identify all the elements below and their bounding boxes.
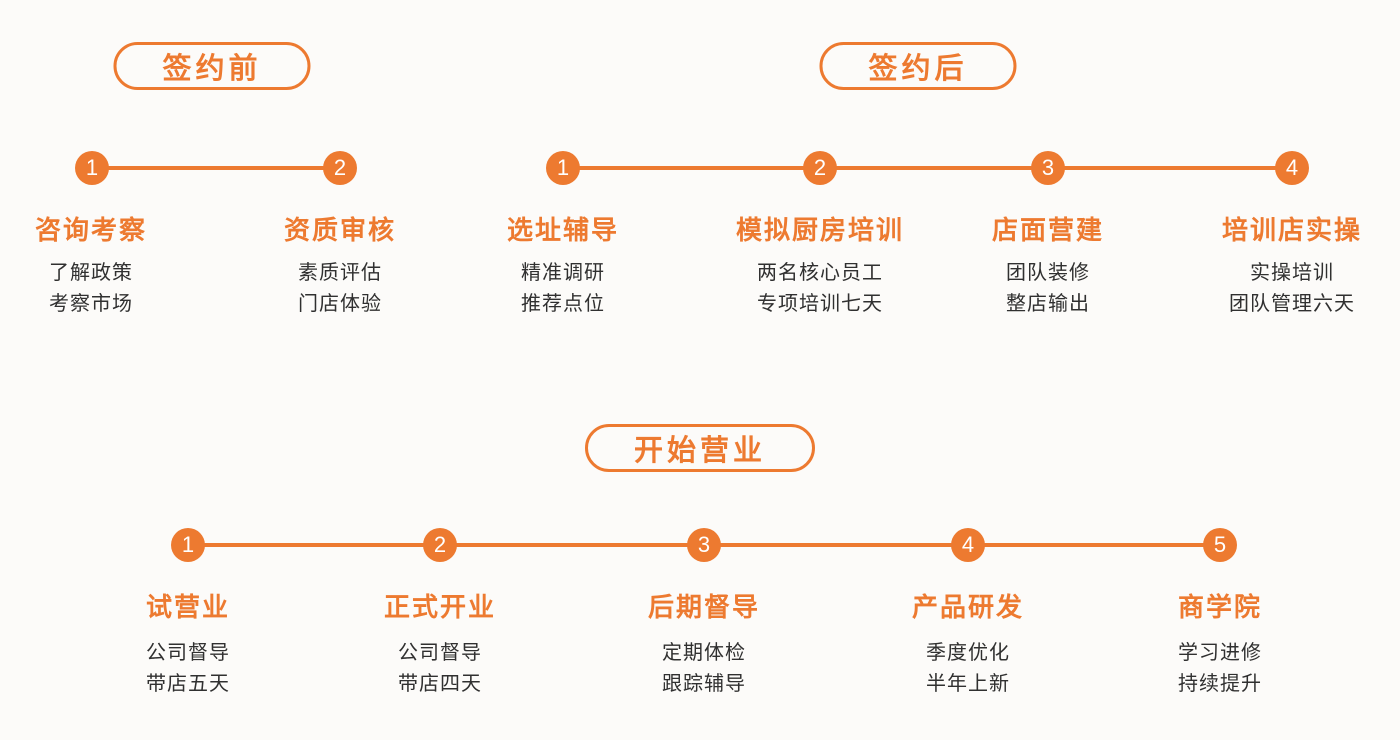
step-title: 资质审核 bbox=[283, 215, 397, 245]
step-title: 商学院 bbox=[1177, 592, 1263, 622]
step-desc: 公司督导 带店四天 bbox=[398, 638, 482, 700]
step-desc-line: 两名核心员工 bbox=[757, 262, 883, 284]
step-desc: 公司督导 带店五天 bbox=[146, 638, 230, 700]
step-desc: 学习进修 持续提升 bbox=[1178, 638, 1262, 700]
step-title: 培训店实操 bbox=[1221, 215, 1363, 245]
section-title: 开始营业 bbox=[633, 435, 767, 467]
step-number: 1 bbox=[85, 155, 99, 180]
step-desc-line: 持续提升 bbox=[1178, 673, 1262, 695]
step-desc: 两名核心员工 专项培训七天 bbox=[757, 258, 883, 320]
step-desc: 素质评估 门店体验 bbox=[298, 258, 382, 320]
step-desc-line: 公司督导 bbox=[398, 642, 482, 664]
step-desc-line: 公司督导 bbox=[146, 642, 230, 664]
step-desc: 季度优化 半年上新 bbox=[926, 638, 1010, 700]
step-desc-line: 带店五天 bbox=[146, 673, 230, 695]
step-desc-line: 实操培训 bbox=[1250, 262, 1334, 284]
step-desc-line: 季度优化 bbox=[926, 642, 1010, 664]
step-number: 4 bbox=[961, 532, 975, 557]
step-node-1: 1 bbox=[171, 528, 205, 562]
step-number: 1 bbox=[181, 532, 195, 557]
step-node-2: 2 bbox=[323, 151, 357, 185]
step-title: 咨询考察 bbox=[34, 215, 148, 245]
step-desc-line: 学习进修 bbox=[1178, 642, 1262, 664]
step-desc: 了解政策 考察市场 bbox=[49, 258, 133, 320]
section-header-pill-opening: 开始营业 bbox=[584, 424, 816, 472]
section-header-pill-post-signing: 签约后 bbox=[819, 42, 1017, 90]
section-title: 签约前 bbox=[162, 53, 262, 85]
timeline-line-post-signing bbox=[563, 166, 1292, 170]
step-node-2: 2 bbox=[803, 151, 837, 185]
step-number: 2 bbox=[433, 532, 447, 557]
step-desc: 定期体检 跟踪辅导 bbox=[662, 638, 746, 700]
step-desc-line: 半年上新 bbox=[926, 673, 1010, 695]
step-title: 店面营建 bbox=[991, 215, 1105, 245]
step-desc-line: 整店输出 bbox=[1006, 293, 1090, 315]
step-desc-line: 专项培训七天 bbox=[757, 293, 883, 315]
step-title: 选址辅导 bbox=[506, 215, 620, 245]
step-title: 产品研发 bbox=[911, 592, 1025, 622]
step-desc-line: 素质评估 bbox=[298, 262, 382, 284]
step-number: 1 bbox=[556, 155, 570, 180]
step-title: 后期督导 bbox=[647, 592, 761, 622]
step-node-3: 3 bbox=[687, 528, 721, 562]
step-title: 模拟厨房培训 bbox=[735, 215, 905, 245]
step-desc-line: 团队管理六天 bbox=[1229, 293, 1355, 315]
step-node-5: 5 bbox=[1203, 528, 1237, 562]
step-desc-line: 了解政策 bbox=[49, 262, 133, 284]
step-number: 2 bbox=[333, 155, 347, 180]
step-desc-line: 推荐点位 bbox=[521, 293, 605, 315]
step-desc-line: 跟踪辅导 bbox=[662, 673, 746, 695]
step-title: 正式开业 bbox=[383, 592, 497, 622]
step-node-4: 4 bbox=[951, 528, 985, 562]
step-node-1: 1 bbox=[546, 151, 580, 185]
step-number: 3 bbox=[697, 532, 711, 557]
step-node-2: 2 bbox=[423, 528, 457, 562]
step-desc: 实操培训 团队管理六天 bbox=[1229, 258, 1355, 320]
step-number: 3 bbox=[1041, 155, 1055, 180]
step-desc: 团队装修 整店输出 bbox=[1006, 258, 1090, 320]
step-desc-line: 门店体验 bbox=[298, 293, 382, 315]
section-header-pill-pre-signing: 签约前 bbox=[113, 42, 311, 90]
step-title: 试营业 bbox=[145, 592, 231, 622]
step-number: 2 bbox=[813, 155, 827, 180]
section-title: 签约后 bbox=[868, 53, 968, 85]
step-node-4: 4 bbox=[1275, 151, 1309, 185]
step-desc-line: 考察市场 bbox=[49, 293, 133, 315]
step-desc-line: 带店四天 bbox=[398, 673, 482, 695]
step-desc: 精准调研 推荐点位 bbox=[521, 258, 605, 320]
step-desc-line: 精准调研 bbox=[521, 262, 605, 284]
timeline-line-pre-signing bbox=[92, 166, 340, 170]
step-desc-line: 定期体检 bbox=[662, 642, 746, 664]
step-number: 5 bbox=[1213, 532, 1227, 557]
step-node-3: 3 bbox=[1031, 151, 1065, 185]
step-node-1: 1 bbox=[75, 151, 109, 185]
step-desc-line: 团队装修 bbox=[1006, 262, 1090, 284]
step-number: 4 bbox=[1285, 155, 1299, 180]
